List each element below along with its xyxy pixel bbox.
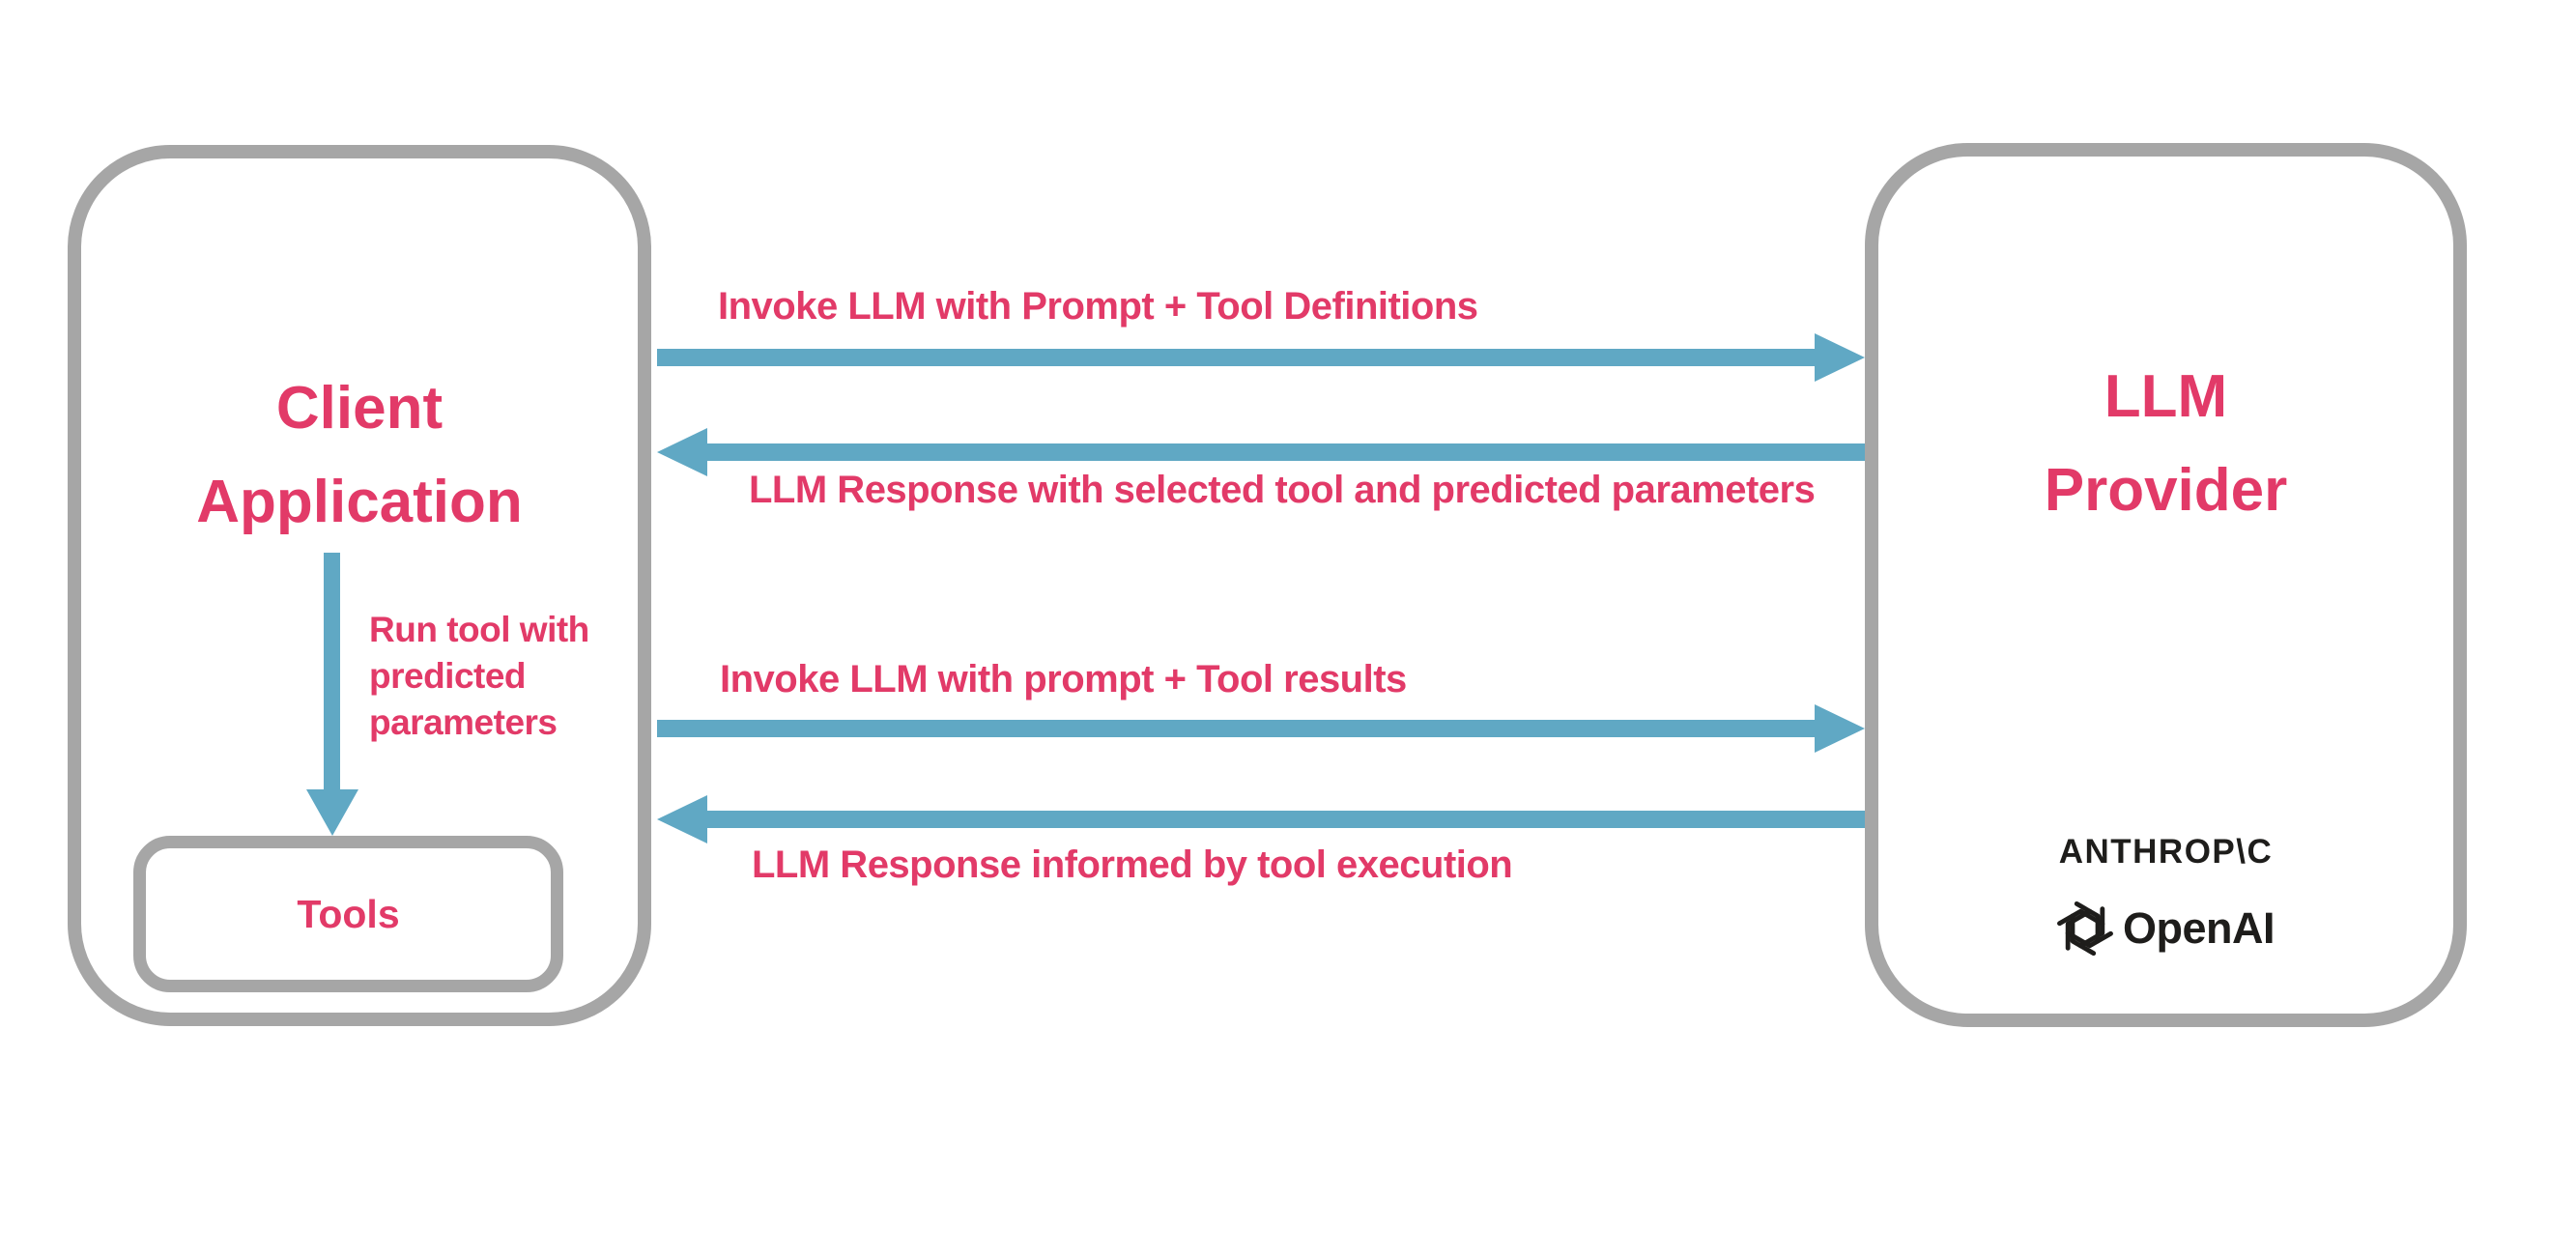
openai-flower-icon: [2057, 901, 2113, 957]
arrowhead-left-icon: [657, 795, 707, 843]
llm-provider-box: [1865, 143, 2467, 1027]
client-title-line-2: Application: [196, 469, 523, 535]
arrow-shaft: [657, 349, 1815, 366]
arrow-shaft: [707, 811, 1865, 828]
arrow-shaft: [657, 720, 1815, 737]
llm-provider-title: LLM Provider: [1865, 350, 2467, 537]
run-tool-label-line-3: parameters: [369, 702, 558, 742]
arrowhead-right-icon: [1815, 333, 1865, 382]
provider-title-line-1: LLM: [2104, 363, 2228, 430]
tools-box: Tools: [133, 836, 563, 992]
openai-logo: OpenAI: [1865, 901, 2467, 957]
arrow-label-llm-response-tool-execution: LLM Response informed by tool execution: [752, 843, 1513, 886]
arrowhead-right-icon: [1815, 704, 1865, 753]
run-tool-arrowhead-down-icon: [306, 789, 358, 836]
client-application-title: Client Application: [68, 361, 651, 549]
client-title-line-1: Client: [275, 375, 444, 442]
run-tool-label-line-1: Run tool with: [369, 610, 589, 649]
arrow-shaft: [707, 443, 1865, 461]
arrow-label-invoke-llm-tool-results: Invoke LLM with prompt + Tool results: [720, 658, 1407, 700]
openai-wordmark: OpenAI: [2122, 903, 2275, 953]
anthropic-logo: ANTHROP\C: [2058, 833, 2274, 871]
tools-box-label: Tools: [297, 891, 400, 936]
run-tool-arrow-shaft: [324, 553, 340, 789]
provider-title-line-2: Provider: [2044, 457, 2288, 524]
arrowhead-left-icon: [657, 428, 707, 476]
run-tool-label: Run tool with predicted parameters: [369, 607, 589, 746]
arrow-label-llm-response-selected-tool: LLM Response with selected tool and pred…: [749, 469, 1816, 511]
arrow-label-invoke-llm-definitions: Invoke LLM with Prompt + Tool Definition…: [718, 285, 1478, 328]
run-tool-label-line-2: predicted: [369, 656, 527, 696]
